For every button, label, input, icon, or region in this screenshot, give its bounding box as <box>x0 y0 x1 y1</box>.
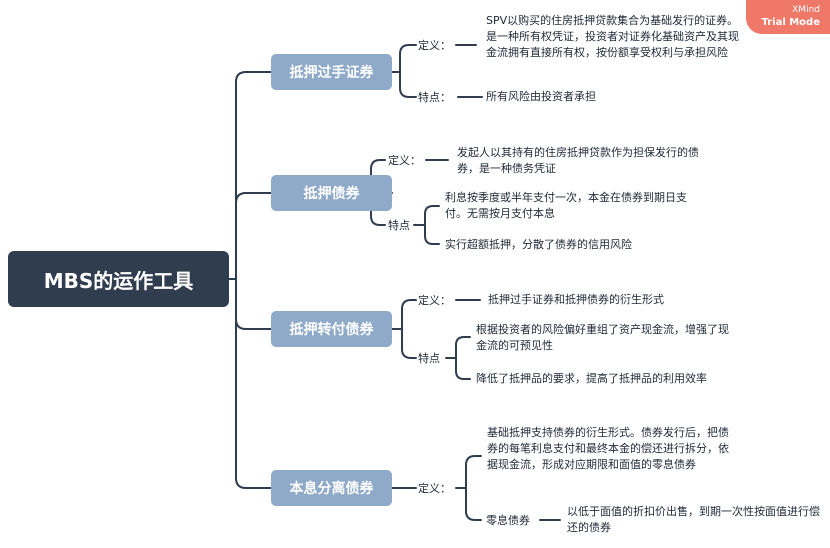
definition-text[interactable]: 基础抵押支持债券的衍生形式。债券发行后，把债券的每笔利息支付和最终本金的偿还进行… <box>487 426 729 471</box>
definition-label: 定义： <box>388 154 421 167</box>
badge-mode: Trial Mode <box>761 17 820 28</box>
topic-pay-through-bond[interactable]: 抵押转付债券 <box>271 311 392 347</box>
zero-coupon-label[interactable]: 零息债券 <box>486 514 530 527</box>
topic-mortgage-passthrough[interactable]: 抵押过手证券 <box>271 54 392 90</box>
feature-text[interactable]: 根据投资者的风险偏好重组了资产现金流，增强了现金流的可预见性 <box>476 323 729 352</box>
feature-label: 特点 <box>418 352 440 365</box>
feature-text[interactable]: 利息按季度或半年支付一次，本金在债券到期日支付。无需按月支付本息 <box>445 191 687 220</box>
badge-brand: XMind <box>792 5 820 15</box>
feature-label: 特点 <box>388 219 410 232</box>
topic-stripped-bond[interactable]: 本息分离债券 <box>271 470 392 506</box>
feature-text[interactable]: 实行超额抵押，分散了债券的信用风险 <box>445 238 632 251</box>
topic-mortgage-bond[interactable]: 抵押债券 <box>271 175 392 211</box>
feature-text[interactable]: 所有风险由投资者承担 <box>486 90 596 103</box>
feature-label: 特点： <box>418 91 451 104</box>
definition-label: 定义： <box>418 294 451 307</box>
zero-coupon-text[interactable]: 以低于面值的折扣价出售，到期一次性按面值进行偿还的债券 <box>567 505 820 534</box>
definition-text[interactable]: 抵押过手证券和抵押债券的衍生形式 <box>488 293 664 306</box>
trial-mode-badge: XMind Trial Mode <box>746 0 830 34</box>
definition-text[interactable]: 发起人以其持有的住房抵押贷款作为担保发行的债券，是一种债务凭证 <box>457 146 699 175</box>
definition-label: 定义： <box>418 39 451 52</box>
root-topic[interactable]: MBS的运作工具 <box>8 251 229 307</box>
definition-label: 定义： <box>418 482 451 495</box>
definition-text[interactable]: SPV以购买的住房抵押贷款集合为基础发行的证券。是一种所有权凭证，投资者对证券化… <box>486 14 739 59</box>
feature-text[interactable]: 降低了抵押品的要求，提高了抵押品的利用效率 <box>476 372 707 385</box>
